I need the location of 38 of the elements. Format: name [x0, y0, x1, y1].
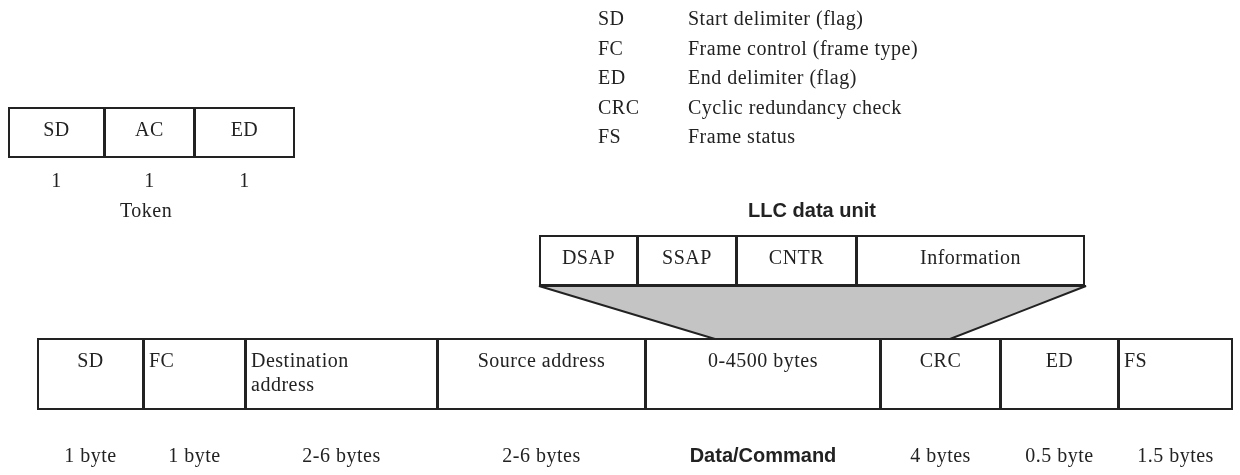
field-size: 1.5 bytes	[1137, 443, 1214, 467]
frame-field: SD	[8, 107, 105, 158]
legend-description: Frame status	[688, 124, 796, 148]
field-size: 1 byte	[168, 443, 221, 467]
frame-field: FS	[1118, 338, 1233, 410]
legend-description: Frame control (frame type)	[688, 35, 919, 60]
legend-abbreviation: SD	[598, 6, 625, 30]
frame-field: ED	[1000, 338, 1119, 410]
frame-field: SD	[37, 338, 144, 410]
frame-field: DSAP	[539, 235, 638, 286]
legend-abbreviation: FS	[598, 124, 622, 148]
frame-field: FC	[143, 338, 246, 410]
field-caption: Data/Command	[689, 443, 837, 467]
frame-field: Destination address	[245, 338, 438, 410]
field-size: 0.5 byte	[1025, 443, 1094, 467]
frame-caption: Token	[120, 198, 173, 222]
legend-description: Cyclic redundancy check	[688, 94, 902, 119]
field-size: 1 byte	[64, 443, 117, 467]
frame-field: Source address	[437, 338, 646, 410]
frame-field: SSAP	[637, 235, 737, 286]
field-size: 4 bytes	[910, 443, 971, 467]
field-size: 1	[239, 168, 250, 192]
field-size: 1	[51, 168, 62, 192]
legend-abbreviation: CRC	[598, 94, 640, 119]
frame-field: AC	[104, 107, 195, 158]
legend-description: End delimiter (flag)	[688, 65, 857, 89]
field-size: 1	[144, 168, 155, 192]
field-size: 2-6 bytes	[302, 443, 381, 467]
frame-field: CRC	[880, 338, 1001, 410]
frame-field: CNTR	[736, 235, 857, 286]
legend-abbreviation: ED	[598, 65, 626, 89]
frame-field: Information	[856, 235, 1085, 286]
frame-field: 0-4500 bytes	[645, 338, 881, 410]
frame-field: ED	[194, 107, 295, 158]
legend-abbreviation: FC	[598, 35, 624, 60]
legend-description: Start delimiter (flag)	[688, 6, 864, 30]
frame-heading: LLC data unit	[747, 198, 877, 222]
field-size: 2-6 bytes	[502, 443, 581, 467]
